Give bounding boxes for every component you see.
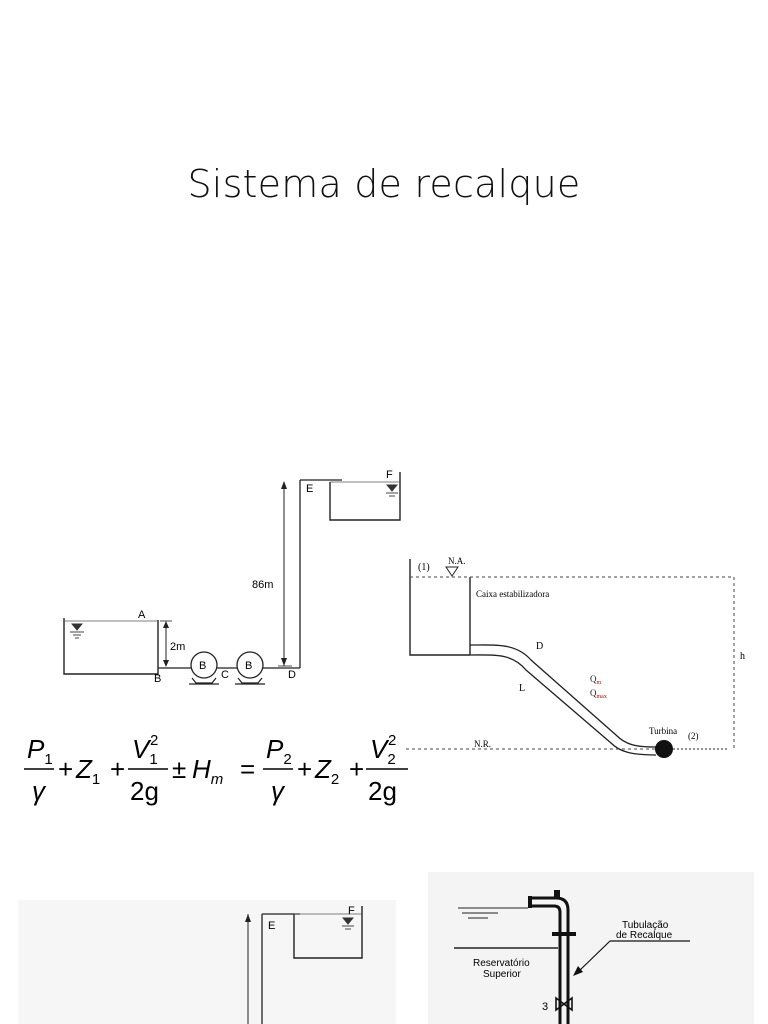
label-b: B — [154, 673, 161, 685]
nr-label: N.R. — [474, 739, 491, 749]
turbine — [655, 740, 673, 758]
height-86m: 86m — [252, 579, 273, 591]
label-a: A — [138, 609, 146, 621]
na-label: N.A. — [448, 556, 466, 566]
l-label: L — [519, 683, 525, 694]
eq-2g-2: 2g — [368, 776, 397, 806]
label-f: F — [386, 469, 393, 481]
qm-label: Qm — [590, 674, 602, 686]
label-f: F — [348, 905, 355, 917]
eq-sq-1: 2 — [150, 732, 158, 749]
eq-z2: Z2 — [314, 754, 339, 788]
eq-p2: P2 — [266, 734, 292, 768]
na-symbol — [445, 566, 459, 577]
eq-plus-2: + — [110, 754, 125, 784]
eq-pm: ± — [172, 754, 186, 784]
pump-label: B — [245, 660, 252, 672]
pump-1: B — [189, 651, 219, 685]
tubulacao-label: Tubulação — [622, 920, 669, 931]
valve-number: 3 — [542, 1001, 548, 1013]
point-2-label: (2) — [688, 731, 699, 741]
caixa-label: Caixa estabilizadora — [476, 589, 549, 599]
turbine-system-diagram: (1) N.A. Caixa estabilizadora D L Qm Qma… — [406, 555, 751, 770]
eq-v2: V2 — [370, 734, 396, 768]
eq-plus-1: + — [58, 754, 73, 784]
pump-2: B — [235, 651, 265, 685]
eq-plus-4: + — [349, 754, 364, 784]
d-label: D — [536, 641, 543, 652]
height-2m: 2m — [170, 641, 185, 653]
upper-reservoir — [329, 472, 401, 521]
eq-v1: V1 — [132, 734, 158, 768]
eq-z1: Z1 — [75, 754, 100, 788]
water-level-symbol — [342, 917, 354, 930]
energy-equation: P1 γ + Z1 + V1 2 2g ± Hm = P2 γ + Z2 + V… — [24, 732, 408, 806]
eq-gamma-2: γ — [271, 776, 286, 806]
label-d: D — [288, 669, 296, 681]
eq-plus-3: + — [297, 754, 312, 784]
de-recalque-label: de Recalque — [616, 930, 673, 941]
reservatorio-label: Reservatório — [473, 958, 530, 969]
superior-label: Superior — [483, 969, 521, 980]
label-e: E — [268, 920, 275, 932]
discharge-pipe — [530, 896, 570, 1024]
water-level-symbol — [70, 623, 84, 639]
label-c: C — [221, 669, 229, 681]
point-1-label: (1) — [418, 562, 430, 573]
lower-reservoir — [63, 618, 159, 675]
upper-reservoir — [293, 906, 363, 959]
eq-equals: = — [240, 754, 255, 784]
valve-icon — [555, 996, 573, 1012]
eq-p1: P1 — [27, 734, 53, 768]
pump-system-diagram-lower: E F — [18, 900, 396, 1024]
h-label: h — [740, 651, 745, 662]
pump-label: B — [199, 660, 206, 672]
stabilizing-box — [409, 559, 471, 656]
penstock — [469, 644, 657, 748]
eq-sq-2: 2 — [388, 732, 396, 749]
pump-system-diagram: A B 2m B C B D 86m E F — [63, 469, 401, 685]
reservoir-pipe-diagram: 3 Reservatório Superior Tubulação de Rec… — [428, 872, 754, 1024]
label-e: E — [306, 483, 313, 495]
eq-hm: Hm — [192, 754, 223, 788]
turbina-label: Turbina — [649, 726, 677, 736]
water-level-symbol — [386, 484, 398, 497]
slide-title: Sistema de recalque — [187, 162, 581, 206]
eq-2g-1: 2g — [130, 776, 159, 806]
eq-gamma-1: γ — [32, 776, 47, 806]
qmax-label: Qmax — [590, 688, 607, 700]
